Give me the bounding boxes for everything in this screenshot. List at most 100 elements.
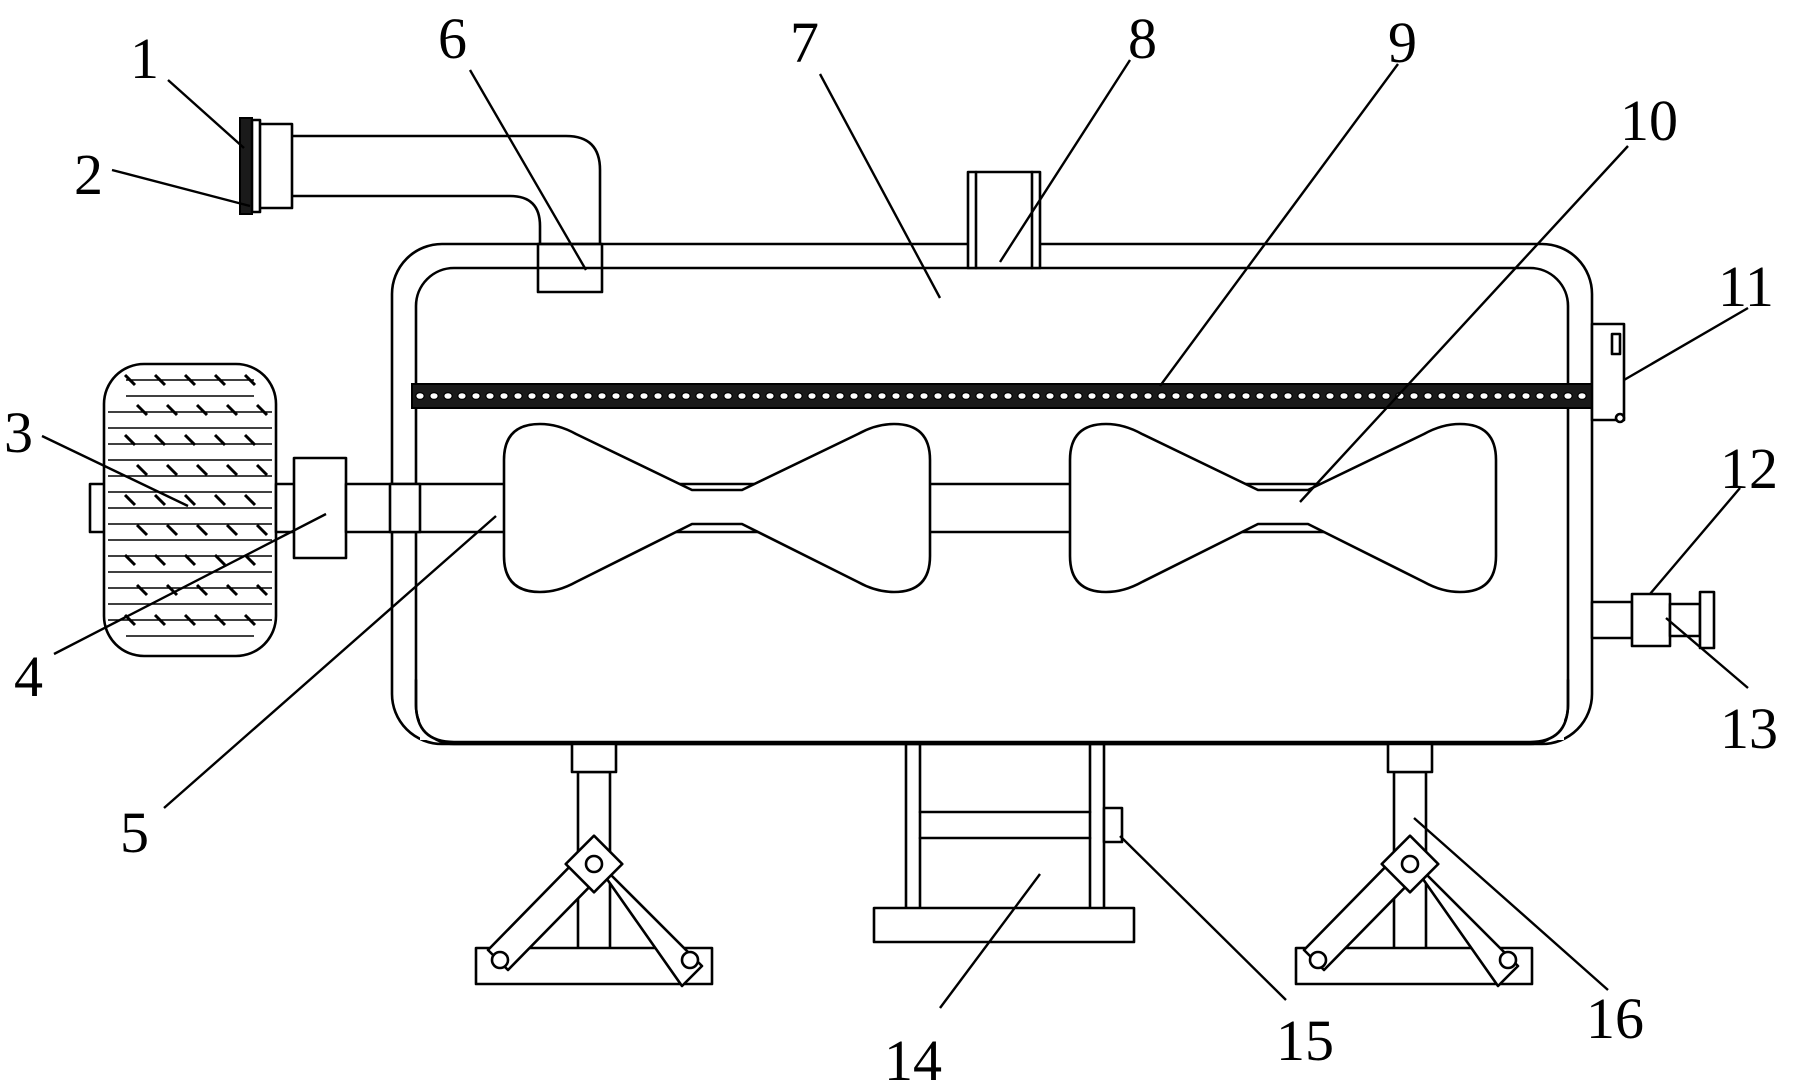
- leader-13: [1665, 617, 1749, 689]
- motor-fin-mark: [153, 433, 167, 447]
- filter-perforation: [1031, 392, 1041, 401]
- motor-fin-mark: [255, 523, 269, 537]
- motor-fin-mark: [225, 523, 239, 537]
- leader-9: [1159, 63, 1399, 387]
- filter-perforation: [919, 392, 929, 401]
- sensor-window: [1610, 332, 1622, 356]
- filter-perforation: [807, 392, 817, 401]
- filter-perforation: [1143, 392, 1153, 401]
- filter-perforation: [541, 392, 551, 401]
- filter-perforation: [863, 392, 873, 401]
- filter-perforation: [611, 392, 621, 401]
- sensor-tip: [1614, 412, 1626, 424]
- leader-6: [468, 69, 588, 271]
- filter-perforation: [597, 392, 607, 401]
- motor-fin-mark: [123, 433, 137, 447]
- filter-perforation: [1381, 392, 1391, 401]
- filter-perforation: [1129, 392, 1139, 401]
- right-leg-foot-bolt-right: [1498, 950, 1518, 970]
- filter-perforation: [765, 392, 775, 401]
- filter-perforation: [891, 392, 901, 401]
- filter-perforation: [877, 392, 887, 401]
- filter-perforation: [1493, 392, 1503, 401]
- callout-6: 6: [438, 6, 467, 71]
- motor-fin-mark: [165, 583, 179, 597]
- filter-perforation: [1157, 392, 1167, 401]
- inlet-gasket: [250, 118, 262, 214]
- filter-perforation: [1367, 392, 1377, 401]
- callout-4: 4: [14, 644, 43, 709]
- filter-perforation: [513, 392, 523, 401]
- outlet-valve-handle: [1698, 590, 1716, 650]
- filter-perforation: [975, 392, 985, 401]
- filter-perforation: [1185, 392, 1195, 401]
- motor-fin-mark: [135, 583, 149, 597]
- inlet-pipe: [290, 134, 602, 292]
- filter-perforation: [1087, 392, 1097, 401]
- filter-perforation: [695, 392, 705, 401]
- filter-perforation: [779, 392, 789, 401]
- filter-perforation: [751, 392, 761, 401]
- filter-screen: [411, 383, 1593, 409]
- filter-perforation: [989, 392, 999, 401]
- callout-7: 7: [790, 10, 819, 75]
- sensor-housing: [1590, 322, 1626, 422]
- filter-perforation: [569, 392, 579, 401]
- motor-fin-mark: [123, 493, 137, 507]
- filter-perforation: [1577, 392, 1587, 401]
- filter-perforation: [1073, 392, 1083, 401]
- leader-11: [1623, 306, 1749, 382]
- callout-16: 16: [1586, 986, 1644, 1051]
- filter-perforation: [1213, 392, 1223, 401]
- motor-fin-mark: [225, 403, 239, 417]
- tank-inner-bottom: [414, 678, 1570, 744]
- filter-perforation: [429, 392, 439, 401]
- stirring-blade-left: [502, 422, 932, 594]
- filter-perforation: [1563, 392, 1573, 401]
- motor-fin-mark: [195, 523, 209, 537]
- motor-fin-mark: [135, 403, 149, 417]
- motor-fin-mark: [213, 373, 227, 387]
- outlet-valve: [1590, 590, 1716, 650]
- filter-perforation: [583, 392, 593, 401]
- center-support-clamp: [1102, 806, 1124, 844]
- stirring-blades: [502, 422, 1498, 594]
- coupling: [292, 456, 348, 560]
- filter-perforation: [1297, 392, 1307, 401]
- motor-fin-mark: [225, 583, 239, 597]
- motor-fin-mark: [213, 433, 227, 447]
- motor-fin-mark: [195, 463, 209, 477]
- motor-fin-mark: [195, 583, 209, 597]
- leader-2: [111, 168, 251, 208]
- filter-perforation: [457, 392, 467, 401]
- callout-15: 15: [1276, 1008, 1334, 1073]
- filter-perforation: [821, 392, 831, 401]
- callout-8: 8: [1128, 6, 1157, 71]
- stirring-blade-right: [1068, 422, 1498, 594]
- filter-perforation: [947, 392, 957, 401]
- left-leg-upper-mount: [570, 742, 618, 774]
- filter-perforation: [1535, 392, 1545, 401]
- filter-perforation: [653, 392, 663, 401]
- motor-body: [102, 362, 278, 658]
- right-leg-pivot-bolt: [1400, 854, 1420, 874]
- filter-perforation: [1045, 392, 1055, 401]
- callout-5: 5: [120, 800, 149, 865]
- left-leg-pivot-bolt: [584, 854, 604, 874]
- filter-perforation: [1507, 392, 1517, 401]
- filter-perforation: [1353, 392, 1363, 401]
- motor-fin-mark: [243, 613, 257, 627]
- callout-2: 2: [74, 142, 103, 207]
- filter-perforation: [1339, 392, 1349, 401]
- callout-11: 11: [1718, 254, 1774, 319]
- outlet-valve-body: [1630, 592, 1672, 648]
- right-leg-foot-bolt-left: [1308, 950, 1328, 970]
- filter-perforation: [737, 392, 747, 401]
- filter-perforation: [1311, 392, 1321, 401]
- callout-9: 9: [1388, 10, 1417, 75]
- motor-fin-mark: [243, 493, 257, 507]
- filter-perforation: [1465, 392, 1475, 401]
- motor-fin-mark: [213, 553, 227, 567]
- motor-fin-mark: [165, 403, 179, 417]
